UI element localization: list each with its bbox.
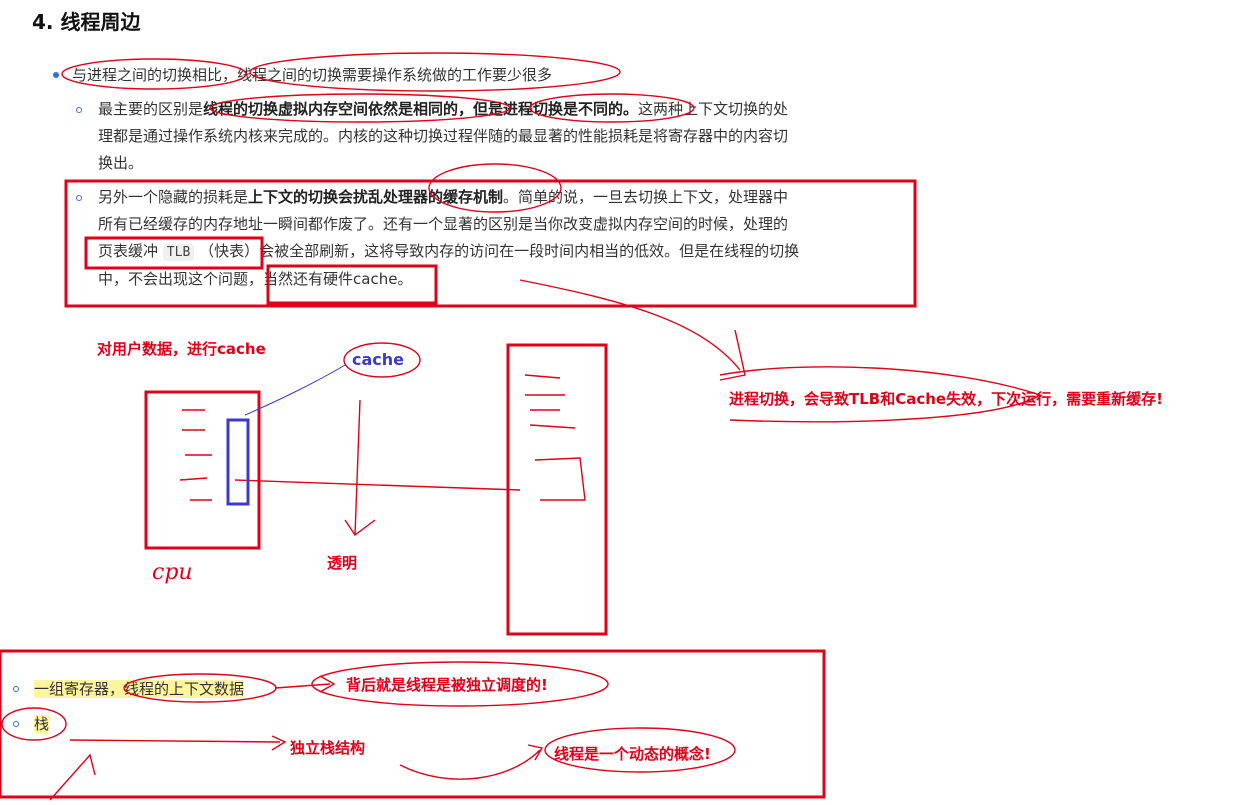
annotation-cpu: cpu [152, 560, 193, 585]
annotation-behind: 背后就是线程是被独立调度的! [346, 676, 548, 694]
ink-box [144, 390, 261, 550]
annotation-dynamic: 线程是一个动态的概念! [554, 745, 711, 763]
ink-box [506, 343, 608, 636]
text-span: 所有已经缓存的内存地址一瞬间都作废了。还有一个显著的区别是当你改变虚拟内存空间的… [98, 215, 789, 233]
annotation-switch-note: 进程切换，会导致TLB和Cache失效，下次运行，需要重新缓存! [729, 390, 1163, 408]
ink-circle [1, 707, 67, 741]
text-span: 理都是通过操作系统内核来完成的。内核的这种切换过程伴随的最显著的性能损耗是将寄存… [98, 127, 789, 145]
inline-code: TLB [162, 244, 195, 261]
sub-paragraph-1: 最主要的区别是线程的切换虚拟内存空间依然是相同的，但是进程切换是不同的。这两种上… [98, 96, 888, 177]
sub-bullet-circle [13, 686, 19, 692]
text-span: 另外一个隐藏的损耗是 [98, 188, 249, 206]
highlight-span: 一组寄存器， [34, 680, 125, 698]
ink-circle [209, 93, 511, 123]
ink-box [64, 179, 917, 308]
ink-line [234, 479, 521, 491]
sub-bullet-circle [76, 107, 82, 113]
list-item-stack: 栈 [34, 711, 50, 738]
annotation-cache: cache [352, 350, 405, 369]
section-heading: 4. 线程周边 [32, 10, 141, 34]
ink-arrow [274, 675, 336, 693]
text-span: 这两种上下文切换的处 [638, 100, 789, 118]
bold-span: 线程的切换虚拟内存空间依然是相同的，但是进程切换是不同的。 [203, 100, 639, 118]
ink-blue-line [244, 364, 346, 416]
annotation-own-stack: 独立栈结构 [290, 739, 366, 757]
ink-circle [311, 661, 609, 707]
ink-scribble [524, 374, 576, 429]
ink-box [0, 649, 826, 799]
ink-arrow [519, 279, 741, 371]
bullet-dot [53, 72, 59, 78]
ink-arrow [49, 753, 96, 801]
sub-bullet-circle [13, 721, 19, 727]
ink-arrow [344, 399, 376, 537]
ink-circle [719, 366, 1042, 423]
ink-arrow [69, 735, 287, 751]
text-span: 。简单的说，一旦去切换上下文，处理器中 [503, 188, 789, 206]
ink-circle [249, 52, 621, 92]
ink-arrow [399, 744, 544, 780]
text-span: 中，不会出现这个问题，当然还有硬件cache。 [98, 270, 413, 288]
ink-circle [123, 673, 277, 703]
ink-scribble [179, 409, 212, 501]
ink-arrow [719, 329, 746, 381]
ink-circle [428, 163, 562, 213]
highlight-span: 栈 [34, 715, 50, 733]
annotation-user-cache: 对用户数据，进行cache [97, 340, 266, 358]
ink-circle [529, 93, 695, 123]
text-span: 页表缓冲 [98, 242, 159, 260]
sub-bullet-circle [76, 195, 82, 201]
ink-blue-box [226, 418, 250, 506]
highlight-span: 线程的上下文数据 [124, 680, 245, 698]
ink-circle [343, 342, 421, 378]
list-item-registers: 一组寄存器，线程的上下文数据 [34, 676, 245, 703]
annotation-transparent: 透明 [327, 554, 358, 572]
text-span: （快表）会被全部刷新，这将导致内存的访问在一段时间内相当的低效。但是在线程的切换 [199, 242, 800, 260]
bullet-text: 与进程之间的切换相比，线程之间的切换需要操作系统做的工作要少很多 [72, 66, 553, 84]
ink-circle [544, 727, 736, 773]
text-span: 换出。 [98, 154, 144, 172]
ink-box [84, 236, 264, 270]
ink-box [266, 264, 438, 305]
text-span: 最主要的区别是 [98, 100, 204, 118]
sub-paragraph-2: 另外一个隐藏的损耗是上下文的切换会扰乱处理器的缓存机制。简单的说，一旦去切换上下… [98, 184, 898, 293]
ink-scribble [534, 457, 586, 501]
ink-circle [61, 58, 247, 90]
